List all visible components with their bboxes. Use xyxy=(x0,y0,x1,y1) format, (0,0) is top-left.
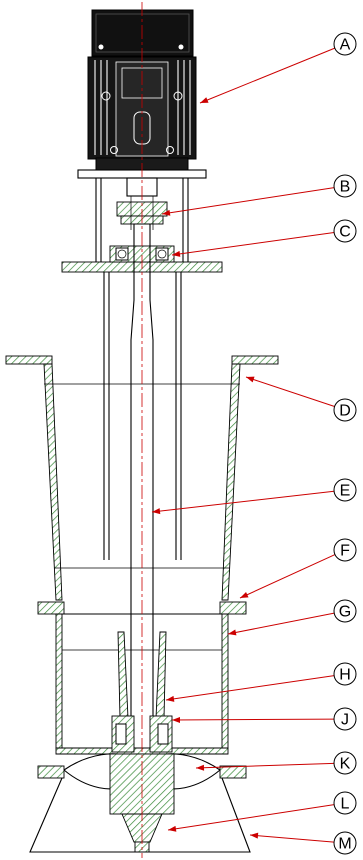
callout-f: F xyxy=(239,538,357,599)
callout-c: C xyxy=(171,219,357,257)
mid-flange xyxy=(37,601,247,615)
callout-circle-a xyxy=(333,32,357,56)
callout-label-h: H xyxy=(339,667,351,684)
leader-line-f xyxy=(239,554,336,599)
callout-label-e: E xyxy=(340,483,351,500)
arrowhead-e xyxy=(152,508,161,515)
arrowhead-k xyxy=(196,764,205,771)
column-pipe xyxy=(103,272,182,560)
callout-label-f: F xyxy=(340,543,350,560)
arrowhead-l xyxy=(168,825,177,832)
callout-circle-j xyxy=(333,707,357,731)
callout-h: H xyxy=(165,662,357,702)
motor-stool xyxy=(77,169,207,262)
callout-label-b: B xyxy=(340,179,351,196)
leader-line-e xyxy=(151,490,335,513)
arrowhead-m xyxy=(250,832,259,839)
callout-label-g: G xyxy=(339,604,351,621)
leader-line-c xyxy=(171,232,335,256)
callout-circle-f xyxy=(333,538,357,562)
leader-line-b xyxy=(161,187,335,215)
callout-circle-l xyxy=(333,791,357,815)
arrowhead-b xyxy=(162,209,171,216)
arrowhead-h xyxy=(166,695,175,702)
callout-m: M xyxy=(249,831,357,855)
arrowhead-d xyxy=(246,376,255,383)
callout-l: L xyxy=(167,791,357,832)
leader-line-l xyxy=(167,804,335,831)
callout-label-k: K xyxy=(340,756,351,773)
callout-group: A B C D E F G H J K L M xyxy=(151,32,357,855)
callout-g: G xyxy=(227,599,357,636)
callout-circle-k xyxy=(333,751,357,775)
leader-line-d xyxy=(245,376,335,407)
callout-e: E xyxy=(151,478,357,515)
arrowhead-j xyxy=(172,716,181,723)
callout-label-l: L xyxy=(341,796,350,813)
arrowhead-a xyxy=(200,97,209,103)
callout-circle-d xyxy=(333,398,357,422)
callout-label-c: C xyxy=(339,224,351,241)
callout-d: D xyxy=(245,376,357,422)
callout-circle-b xyxy=(333,174,357,198)
callout-b: B xyxy=(161,174,357,216)
callout-label-d: D xyxy=(339,403,351,420)
suction-bell xyxy=(29,777,251,853)
callout-circle-h xyxy=(333,662,357,686)
leader-line-g xyxy=(227,612,335,635)
callout-circle-e xyxy=(333,478,357,502)
leader-line-h xyxy=(165,675,335,701)
leader-line-m xyxy=(249,834,335,843)
leader-line-k xyxy=(195,762,335,769)
arrowhead-f xyxy=(240,591,249,598)
callout-label-m: M xyxy=(338,836,351,853)
leader-line-a xyxy=(199,47,335,104)
callout-circle-c xyxy=(333,219,357,243)
callout-k: K xyxy=(195,751,357,775)
callout-circle-m xyxy=(333,831,357,855)
callout-j: J xyxy=(171,707,357,731)
arrowhead-c xyxy=(172,250,181,257)
callout-label-j: J xyxy=(341,712,349,729)
callout-a: A xyxy=(199,32,357,104)
sump-tank xyxy=(5,355,279,601)
leader-line-j xyxy=(171,718,335,721)
callout-circle-g xyxy=(333,599,357,623)
lower-bearing xyxy=(111,715,173,753)
callout-label-a: A xyxy=(340,37,351,54)
arrowhead-g xyxy=(228,629,237,636)
